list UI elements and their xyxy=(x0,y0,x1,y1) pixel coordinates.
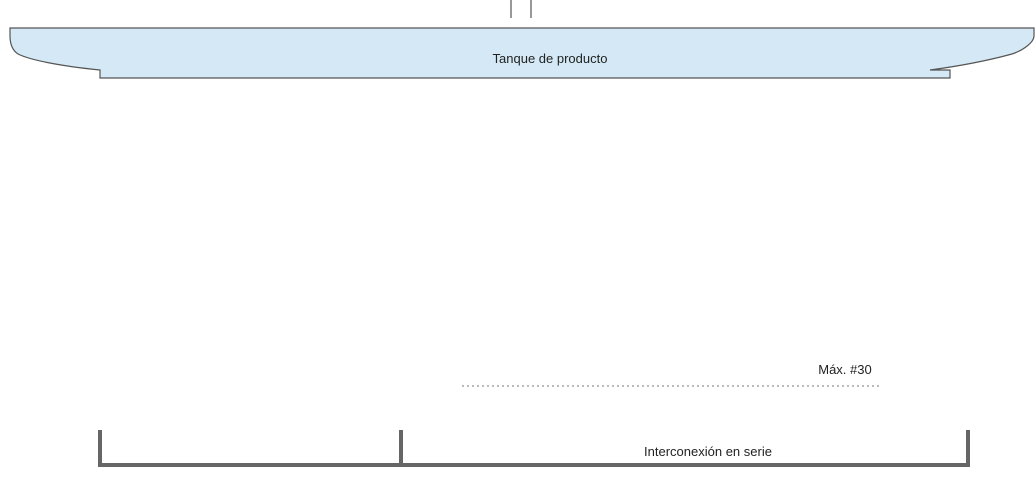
inlet-pipe xyxy=(510,0,532,18)
continuation: Máx. #30 xyxy=(462,362,880,387)
serial-bus: Interconexión en serie xyxy=(98,430,970,467)
max-label: Máx. #30 xyxy=(818,362,871,377)
tank-label: Tanque de producto xyxy=(493,51,608,66)
bus-label: Interconexión en serie xyxy=(644,444,772,459)
product-tank: Tanque de producto xyxy=(9,27,1035,79)
